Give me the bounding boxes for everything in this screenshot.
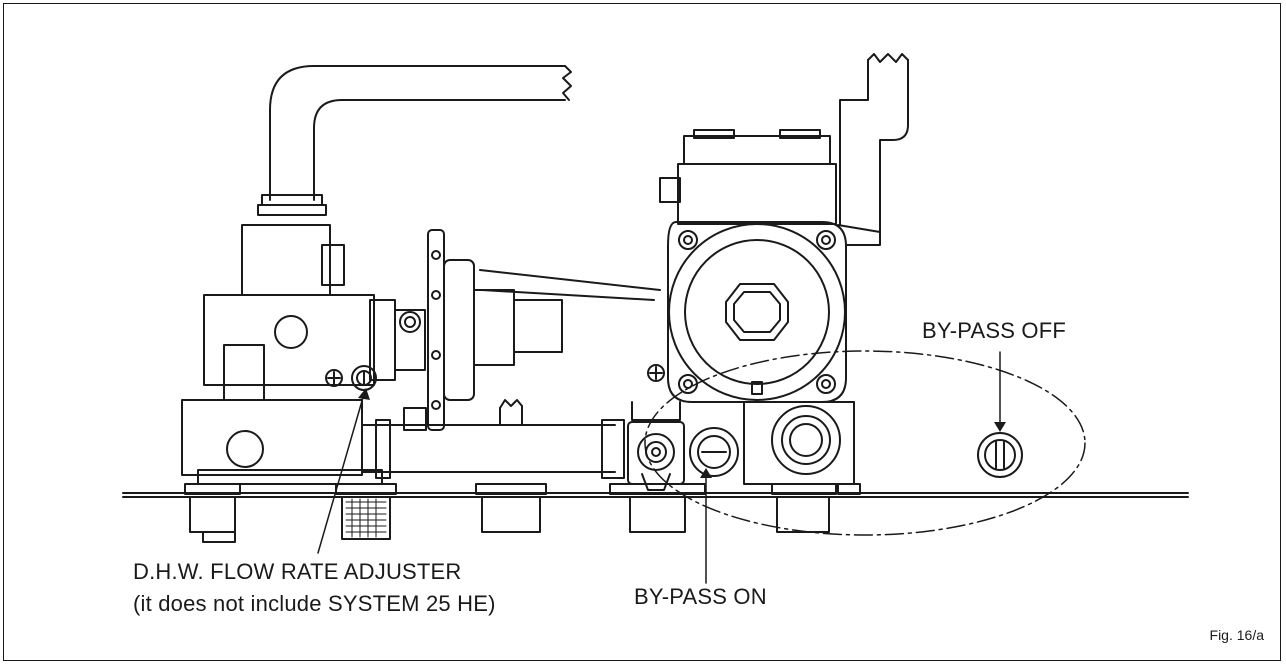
valve-block xyxy=(181,224,426,485)
figure-number: Fig. 16/a xyxy=(1209,627,1264,643)
top-left-pipe xyxy=(257,65,572,216)
bypass-off-part xyxy=(977,432,1023,478)
flow-switch xyxy=(399,229,665,431)
top-right-pipe xyxy=(837,53,909,246)
dhw-flow-rate-adjuster-note: (it does not include SYSTEM 25 HE) xyxy=(133,591,496,616)
leader-lines xyxy=(317,351,1006,584)
figure-frame xyxy=(3,3,1281,661)
filter-mesh xyxy=(345,498,387,538)
bypass-assembly xyxy=(627,401,855,491)
detail-callout-ellipse xyxy=(644,350,1086,536)
horizontal-pipe xyxy=(361,419,625,479)
dhw-flow-rate-adjuster-title: D.H.W. FLOW RATE ADJUSTER xyxy=(133,559,462,584)
dhw-flow-rate-adjuster-label: D.H.W. FLOW RATE ADJUSTER (it does not i… xyxy=(133,556,496,620)
bypass-off-label: BY-PASS OFF xyxy=(922,318,1067,343)
bypass-on-label: BY-PASS ON xyxy=(634,584,767,609)
pump xyxy=(659,129,847,403)
